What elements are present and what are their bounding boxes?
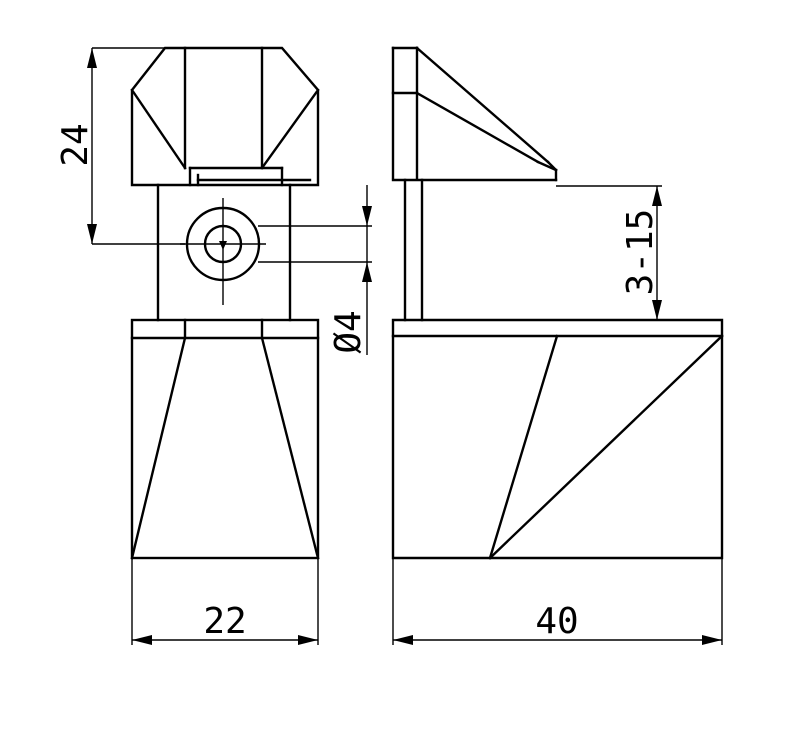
dim-width-22: 22	[131, 558, 319, 645]
dim-label-24: 24	[55, 123, 96, 166]
side-lower-block	[391, 318, 724, 560]
dim-label-40: 40	[535, 601, 578, 642]
dim-hole-diameter: Ø4	[258, 185, 372, 355]
dim-label-22: 22	[203, 601, 246, 642]
front-stem	[156, 183, 292, 322]
dim-width-40: 40	[392, 558, 723, 645]
side-upper-jaw	[391, 46, 558, 182]
dim-label-diameter: Ø4	[328, 310, 369, 353]
dim-label-3-15: 3-15	[620, 209, 661, 296]
front-base	[130, 318, 320, 560]
dim-height-24: 24	[55, 47, 185, 245]
side-view: 3-15 40	[391, 46, 724, 645]
screw-hole	[180, 198, 266, 305]
dim-gap-3-15: 3-15	[556, 185, 662, 320]
front-view: 24 Ø4 22	[55, 46, 372, 645]
front-cap	[130, 46, 320, 187]
side-back-plate	[403, 178, 424, 322]
